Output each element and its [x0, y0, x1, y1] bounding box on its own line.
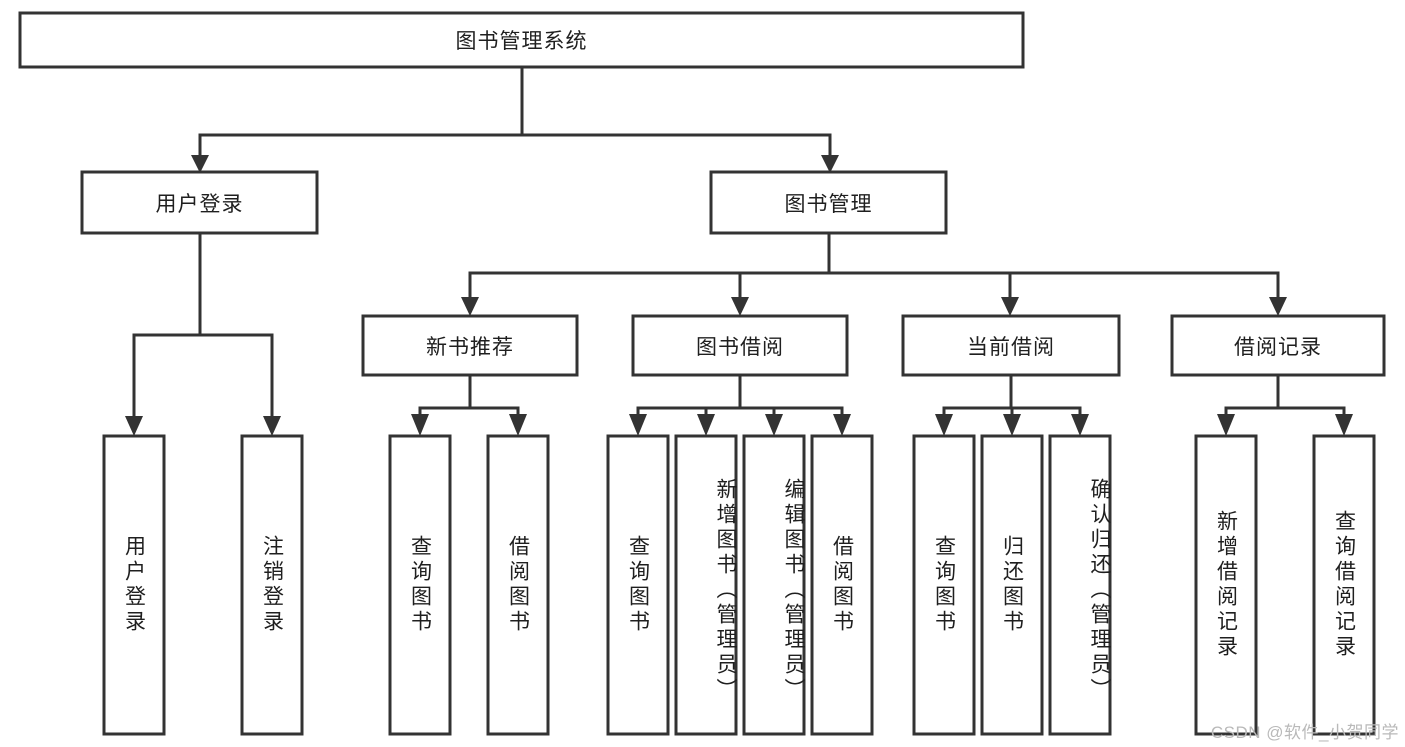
node-box-book-borrow[interactable] — [631, 314, 849, 377]
csdn-watermark: CSDN @软件_小贺同学 — [1210, 723, 1399, 742]
connector-new-book-recommend-to-leaves — [411, 373, 527, 436]
connector-book-management-to-level3 — [461, 231, 1287, 316]
node-box-leaf-add-borrow-record[interactable] — [1194, 434, 1258, 736]
node-box-leaf-edit-book-admin[interactable] — [742, 434, 806, 736]
connector-borrow-record-to-leaves — [1217, 373, 1353, 436]
node-box-leaf-borrow-book-1[interactable] — [486, 434, 550, 736]
node-box-root[interactable] — [18, 11, 1025, 69]
node-box-new-book-recommend[interactable] — [361, 314, 579, 377]
node-box-leaf-confirm-return-admin[interactable] — [1048, 434, 1112, 736]
node-box-borrow-record[interactable] — [1170, 314, 1386, 377]
node-box-leaf-return-book[interactable] — [980, 434, 1044, 736]
node-box-leaf-user-login[interactable] — [102, 434, 166, 736]
connector-root-to-level2 — [191, 65, 839, 173]
connector-book-borrow-to-leaves — [629, 373, 851, 436]
node-box-leaf-query-book-1[interactable] — [388, 434, 452, 736]
node-box-book-management[interactable] — [709, 170, 948, 235]
node-box-leaf-query-borrow-record[interactable] — [1312, 434, 1376, 736]
connector-current-borrow-to-leaves — [935, 373, 1089, 436]
connector-user-login-to-leaves — [125, 231, 281, 436]
node-box-leaf-borrow-book-2[interactable] — [810, 434, 874, 736]
node-box-user-login[interactable] — [80, 170, 319, 235]
node-box-leaf-logout-login[interactable] — [240, 434, 304, 736]
node-box-current-borrow[interactable] — [901, 314, 1121, 377]
node-box-leaf-query-book-3[interactable] — [912, 434, 976, 736]
node-box-leaf-add-book-admin[interactable] — [674, 434, 738, 736]
node-box-leaf-query-book-2[interactable] — [606, 434, 670, 736]
